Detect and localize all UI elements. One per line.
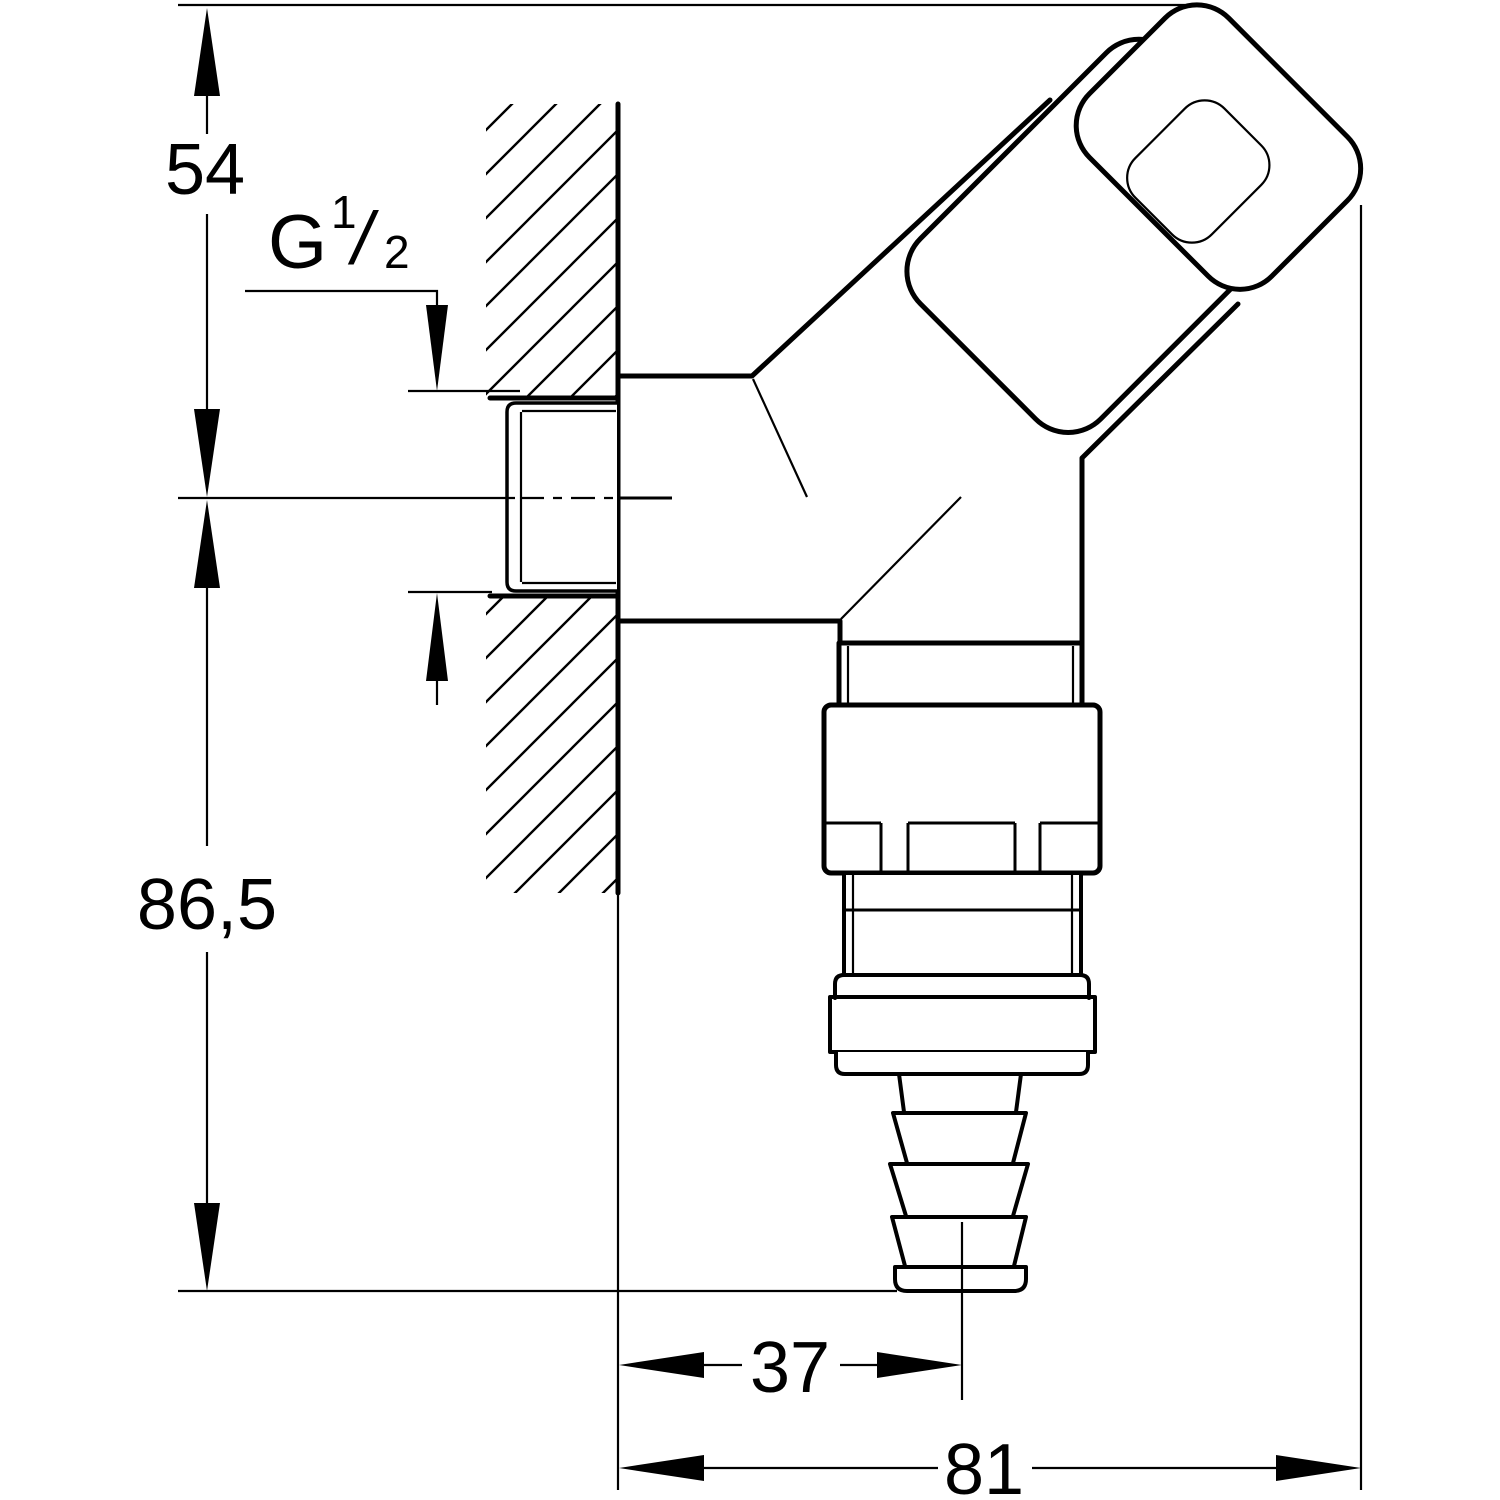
dim-86-5-arrow-up bbox=[194, 500, 220, 588]
dim-37-arrow-right bbox=[877, 1352, 962, 1378]
barb-end-cap bbox=[893, 1265, 1028, 1293]
thread-label-slash: / bbox=[347, 197, 379, 280]
dim-54-label: 54 bbox=[165, 130, 245, 210]
dimension-81: 81 bbox=[619, 1430, 1361, 1500]
body-inner-edge-lower bbox=[840, 496, 962, 620]
wall-hatch-upper bbox=[486, 104, 617, 398]
barb-neck bbox=[897, 1072, 1023, 1114]
dimension-37: 37 bbox=[619, 1328, 962, 1408]
dim-86-5-arrow-down bbox=[194, 1203, 220, 1291]
wall-section bbox=[486, 101, 621, 896]
valve-body bbox=[615, 97, 1241, 646]
dimension-86-5: 86,5 bbox=[137, 500, 277, 1291]
body-right-outline bbox=[1079, 301, 1241, 646]
dim-81-label: 81 bbox=[944, 1430, 1024, 1500]
outlet-stack bbox=[821, 640, 1103, 1293]
body-inner-edge-upper bbox=[751, 378, 809, 498]
hose-nut-top-band bbox=[833, 973, 1091, 1000]
hose-nut-knurl bbox=[828, 995, 1097, 1054]
wall-hatch-lower bbox=[486, 597, 617, 893]
barb-ring-2 bbox=[888, 1162, 1030, 1218]
dim-81-arrow-left bbox=[619, 1455, 704, 1481]
dim-37-arrow-left bbox=[619, 1352, 704, 1378]
hose-barb bbox=[888, 1072, 1030, 1293]
thread-label-denominator: 2 bbox=[384, 226, 410, 278]
thread-label-g: G bbox=[268, 200, 327, 285]
thread-arrow-down bbox=[426, 305, 448, 391]
outlet-cylinder bbox=[842, 871, 1083, 977]
outlet-collar bbox=[836, 640, 1085, 708]
body-upper-outline bbox=[615, 97, 1053, 379]
handle-assembly bbox=[904, 2, 1364, 435]
reference-lines bbox=[178, 3, 1363, 1490]
dim-37-label: 37 bbox=[750, 1328, 830, 1408]
dim-54-arrow-down bbox=[194, 409, 220, 497]
barb-ring-3 bbox=[890, 1215, 1028, 1268]
block-slots bbox=[879, 823, 1042, 873]
barb-ring-1 bbox=[891, 1111, 1028, 1165]
dimension-thread-g12: G 1 / 2 bbox=[245, 186, 448, 705]
dim-86-5-label: 86,5 bbox=[137, 865, 277, 945]
handle-emblem bbox=[1126, 99, 1271, 244]
dimension-54: 54 bbox=[165, 8, 245, 497]
thread-leader-line bbox=[245, 289, 439, 305]
body-lower-outline bbox=[615, 618, 843, 646]
hose-nut-bottom-band bbox=[834, 1050, 1090, 1076]
dim-81-arrow-right bbox=[1276, 1455, 1361, 1481]
thread-label-numerator: 1 bbox=[331, 186, 357, 238]
thread-arrow-up bbox=[426, 593, 448, 681]
dim-54-arrow-up bbox=[194, 8, 220, 96]
check-valve-block bbox=[821, 702, 1103, 876]
